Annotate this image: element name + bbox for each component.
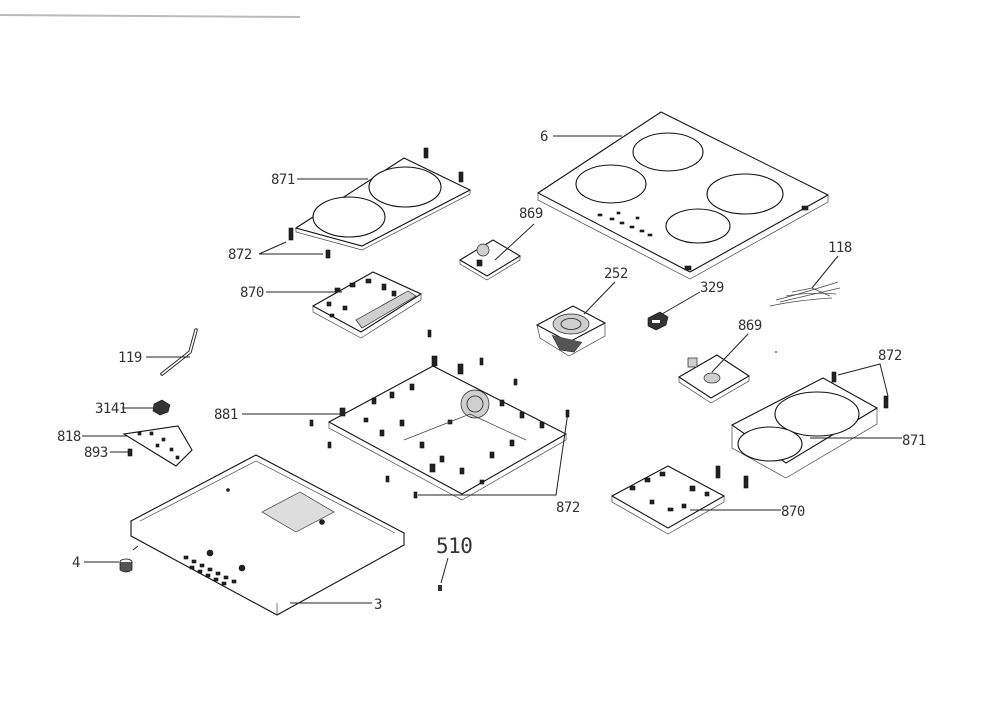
- control-part: [152, 399, 171, 416]
- screw-part: [438, 585, 442, 591]
- leader-wire-set: [811, 255, 839, 289]
- leader-fan: [583, 281, 616, 315]
- callout-glass-top: 6: [540, 129, 548, 145]
- leader-filter-board-top: [494, 223, 535, 261]
- spacer-pins-right: [831, 371, 889, 409]
- filter-board-top-part: [458, 239, 522, 281]
- zone-plate-right-part: [730, 377, 879, 479]
- scan-edge-line: [0, 14, 301, 18]
- callout-spacer-left: 872: [228, 247, 252, 263]
- callout-screw-small: 893: [84, 445, 108, 461]
- callout-cable: 119: [118, 350, 142, 366]
- callout-wire-set: 118: [828, 240, 852, 256]
- callout-filter-board-right: 869: [738, 318, 762, 334]
- callout-clip: 329: [700, 280, 724, 296]
- leader-clip: [661, 291, 701, 315]
- callout-main-board: 881: [214, 407, 238, 423]
- control-board-part: [122, 425, 193, 467]
- leader-spacer-main: [418, 411, 569, 496]
- zone-plate-left-part: [294, 157, 472, 251]
- spacer-pins-left: [288, 147, 464, 259]
- filter-board-right-part: [677, 354, 751, 404]
- speck-mark: [775, 351, 777, 353]
- callout-fan: 252: [604, 266, 628, 282]
- cable-part: [160, 328, 198, 376]
- leader-screw: [440, 557, 449, 584]
- housing-part: [129, 454, 406, 616]
- clip-part: [647, 311, 669, 331]
- foot-part: [119, 545, 139, 573]
- callout-spacer-main: 872: [556, 500, 580, 516]
- power-board-right-part: [610, 465, 749, 535]
- leader-filter-board-right: [711, 333, 749, 373]
- callout-control-board: 818: [57, 429, 81, 445]
- callout-foot: 4: [72, 555, 80, 571]
- callout-housing: 3: [374, 597, 382, 613]
- fan-part: [535, 305, 607, 357]
- screw-small-part: [127, 448, 133, 457]
- wire-set-part: [769, 281, 841, 307]
- leader-spacer-left: [258, 241, 323, 255]
- callout-zone-plate-left: 871: [271, 172, 295, 188]
- glass-top-part: [536, 111, 830, 280]
- leader-spacer-right: [837, 363, 889, 397]
- power-board-left-part: [311, 271, 423, 339]
- callout-power-board-right: 870: [781, 504, 805, 520]
- callout-spacer-right: 872: [878, 348, 902, 364]
- callout-zone-plate-right: 871: [902, 433, 926, 449]
- main-board-part: [327, 355, 568, 501]
- callout-filter-board-top: 869: [519, 206, 543, 222]
- callout-control-part: 3141: [95, 401, 127, 417]
- callout-screw: 510: [436, 534, 472, 558]
- callout-power-board-left: 870: [240, 285, 264, 301]
